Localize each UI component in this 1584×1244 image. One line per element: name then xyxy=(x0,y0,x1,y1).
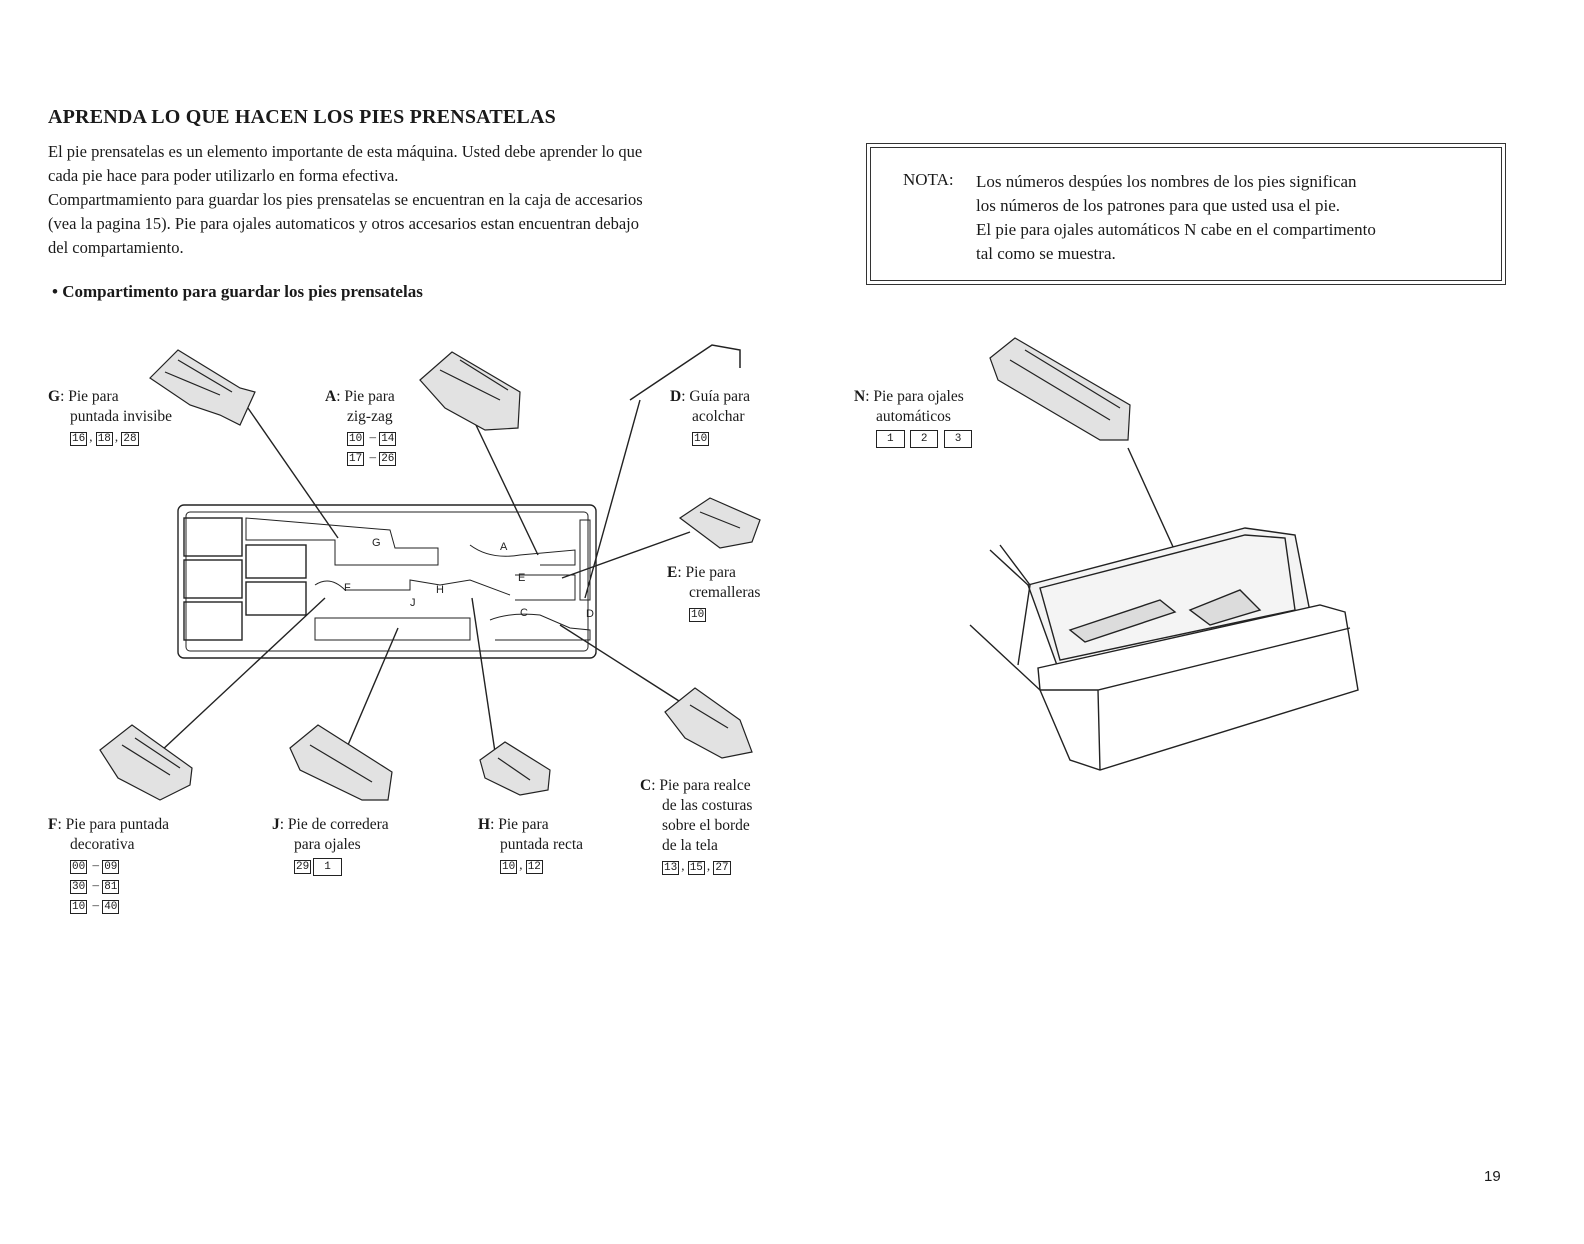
caption-foot-f: F: Pie para puntada decorativa 00 – 09 3… xyxy=(48,816,169,914)
pattern-number: 81 xyxy=(102,880,120,894)
note-text: Los números despúes los nombres de los p… xyxy=(976,170,1486,266)
caption-foot-g: G: Pie para puntada invisibe 16, 18, 28 xyxy=(48,388,173,446)
caption-foot-n: N: Pie para ojales automáticos 1 2 3 xyxy=(854,387,974,448)
foot-letter: C xyxy=(640,777,652,794)
foot-letter: J xyxy=(272,816,280,833)
pattern-number: 29 xyxy=(294,860,312,874)
page-number: 19 xyxy=(1484,1168,1501,1185)
intro-line: cada pie hace para poder utilizarlo en f… xyxy=(48,166,399,185)
caption-line: : Pie para xyxy=(336,388,395,405)
pattern-number: 10 xyxy=(692,432,710,446)
note-line: El pie para ojales automáticos N cabe en… xyxy=(976,220,1376,239)
caption-line: puntada recta xyxy=(500,836,584,853)
note-line: tal como se muestra. xyxy=(976,244,1116,263)
caption-line: para ojales xyxy=(294,836,361,853)
foot-letter: N xyxy=(854,388,866,405)
buttonhole-number: 1 xyxy=(876,430,905,448)
note-line: los números de los patrones para que ust… xyxy=(976,196,1340,215)
intro-paragraph: El pie prensatelas es un elemento import… xyxy=(48,140,788,260)
caption-line: de las costuras xyxy=(662,797,753,814)
pattern-number: 10 xyxy=(500,860,518,874)
caption-line: acolchar xyxy=(692,408,745,425)
pattern-number: 13 xyxy=(662,861,680,875)
foot-n-illustration xyxy=(989,337,1131,441)
pattern-number: 27 xyxy=(713,861,731,875)
section-bullet: • Compartimento para guardar los pies pr… xyxy=(52,282,423,301)
pattern-number: 14 xyxy=(379,432,397,446)
foot-letter: H xyxy=(478,816,491,833)
foot-c-illustration xyxy=(664,687,753,759)
caption-line: : Pie de corredera xyxy=(279,816,389,833)
caption-line: puntada invisibe xyxy=(70,408,173,425)
caption-foot-d: D: Guía para acolchar 10 xyxy=(670,387,750,447)
foot-a-illustration xyxy=(419,351,521,431)
buttonhole-number: 1 xyxy=(313,858,342,876)
foot-f-illustration xyxy=(99,724,193,801)
pattern-number: 10 xyxy=(70,900,88,914)
pattern-number: 12 xyxy=(525,860,543,874)
pattern-number: 30 xyxy=(70,880,88,894)
foot-letter: F xyxy=(48,816,58,833)
intro-line: Compartmamiento para guardar los pies pr… xyxy=(48,190,643,209)
caption-line: zig-zag xyxy=(347,408,393,425)
note-line: Los números despúes los nombres de los p… xyxy=(976,172,1357,191)
caption-line: : Pie para xyxy=(677,564,736,581)
tray-label-h: H xyxy=(436,584,444,596)
foot-letter: D xyxy=(670,388,682,405)
caption-line: : Pie para xyxy=(60,388,119,405)
caption-line: sobre el borde xyxy=(662,817,750,834)
caption-foot-a: A: Pie para zig-zag 10 – 14 17 – 26 xyxy=(325,387,398,467)
pattern-number: 40 xyxy=(102,900,120,914)
tray-label-j: J xyxy=(410,597,416,609)
caption-line: automáticos xyxy=(876,408,951,425)
tray-label-f: F xyxy=(344,582,351,594)
caption-foot-h: H: Pie para puntada recta 10, 12 xyxy=(478,816,584,874)
pattern-number: 10 xyxy=(347,432,365,446)
foot-g-illustration xyxy=(149,349,256,426)
caption-line: de la tela xyxy=(662,837,718,854)
pattern-number: 09 xyxy=(102,860,120,874)
caption-line: decorativa xyxy=(70,836,135,853)
pattern-number: 28 xyxy=(121,432,139,446)
intro-line: El pie prensatelas es un elemento import… xyxy=(48,142,643,161)
quilting-guide-illustration xyxy=(629,344,741,401)
intro-line: del compartamiento. xyxy=(48,238,184,257)
tray-label-c: C xyxy=(520,607,528,619)
note-box: NOTA: Los números despúes los nombres de… xyxy=(866,143,1506,285)
foot-letter: A xyxy=(325,388,337,405)
page-heading: APRENDA LO QUE HACEN LOS PIES PRENSATELA… xyxy=(48,106,556,128)
foot-letter: G xyxy=(48,388,61,405)
caption-line: cremalleras xyxy=(689,584,761,601)
pattern-number: 10 xyxy=(689,608,707,622)
pattern-number: 16 xyxy=(70,432,88,446)
pattern-number: 18 xyxy=(95,432,113,446)
caption-line: : Guía para xyxy=(681,388,751,405)
pattern-number: 15 xyxy=(687,861,705,875)
caption-line: : Pie para puntada xyxy=(57,816,169,833)
buttonhole-number: 2 xyxy=(909,430,939,448)
tray-label-a: A xyxy=(500,541,508,553)
foot-h-illustration xyxy=(479,741,551,796)
pattern-number: 26 xyxy=(379,452,397,466)
caption-line: : Pie para xyxy=(490,816,549,833)
storage-tray xyxy=(177,504,597,659)
pattern-number: 00 xyxy=(70,860,88,874)
intro-line: (vea la pagina 15). Pie para ojales auto… xyxy=(48,214,640,233)
note-label: NOTA: xyxy=(903,170,954,189)
foot-letter: E xyxy=(667,564,678,581)
caption-line: : Pie para ojales xyxy=(865,388,964,405)
tray-label-d: D xyxy=(586,608,594,620)
accessory-case-illustration xyxy=(969,527,1359,771)
foot-e-illustration xyxy=(678,497,761,549)
foot-j-illustration xyxy=(289,724,393,801)
caption-foot-e: E: Pie para cremalleras 10 xyxy=(667,563,760,623)
caption-foot-c: C: Pie para realce de las costuras sobre… xyxy=(640,777,753,875)
tray-label-e: E xyxy=(518,572,525,584)
caption-line: : Pie para realce xyxy=(651,777,751,794)
pattern-number: 17 xyxy=(347,452,365,466)
buttonhole-number: 3 xyxy=(943,430,973,448)
tray-label-g: G xyxy=(372,537,381,549)
